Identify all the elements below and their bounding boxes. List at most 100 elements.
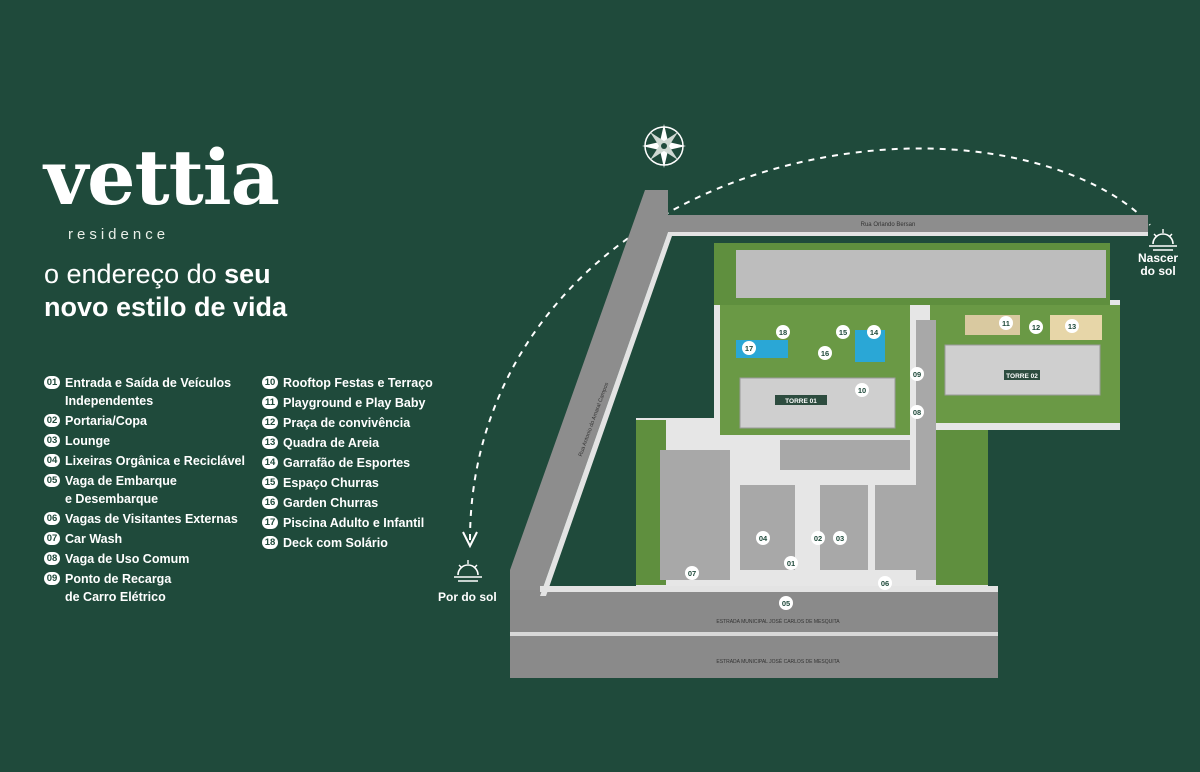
brand-logo: vettia residence [44,133,280,244]
legend-label: Garrafão de Esportes [283,456,411,470]
parking-center-right [820,485,868,570]
legend-item: 07 Car Wash [44,530,255,548]
legend-label: Piscina Adulto e Infantil [283,516,425,530]
marker-18[interactable]: 18 [776,325,790,339]
svg-text:10: 10 [858,386,866,395]
parking-right [875,485,920,570]
tagline-line2: novo estilo de vida [44,292,288,322]
tower-01-label: TORRE 01 [785,398,817,405]
garden-east [936,430,988,585]
svg-text:06: 06 [881,579,889,588]
marker-01[interactable]: 01 [784,556,798,570]
road-left-top [510,190,1148,596]
sunrise-icon [1149,229,1177,251]
marker-12[interactable]: 12 [1029,320,1043,334]
legend-number: 08 [44,552,60,565]
svg-text:16: 16 [821,349,829,358]
legend-label: Entrada e Saída de Veículos Independente… [65,376,232,408]
svg-text:04: 04 [759,534,768,543]
svg-text:08: 08 [913,408,921,417]
marker-16[interactable]: 16 [818,346,832,360]
parking-left [660,450,730,580]
legend-number: 12 [262,416,278,429]
legend-label: Portaria/Copa [65,414,147,428]
brand-subtitle: residence [68,226,170,243]
legend-label: Vaga de Embarque e Desembarque [65,474,177,506]
sun-path-arc [469,147,1151,541]
legend-number: 16 [262,496,278,509]
tagline-emphasis: seu [224,259,271,289]
marker-07[interactable]: 07 [685,566,699,580]
legend-label: Ponto de Recarga de Carro Elétrico [65,572,172,604]
legend-number: 09 [44,572,60,585]
legend-number: 04 [44,454,60,467]
legend-item: 03 Lounge [44,432,255,450]
marker-02[interactable]: 02 [811,531,825,545]
driveway-east [916,320,936,580]
legend-label: Playground e Play Baby [283,396,426,410]
tower-02-label: TORRE 02 [1006,373,1038,380]
svg-text:03: 03 [836,534,844,543]
legend-number: 07 [44,532,60,545]
svg-text:14: 14 [870,328,879,337]
marker-05[interactable]: 05 [779,596,793,610]
marker-14[interactable]: 14 [867,325,881,339]
legend-label: Garden Churras [283,496,379,510]
road-divider [510,632,998,636]
sunrise-label-line2: do sol [1140,264,1176,278]
legend-item: 05 Vaga de Embarque e Desembarque [44,472,255,508]
map-markers: 01 02 03 04 05 06 07 08 09 10 11 12 13 1… [685,316,1079,610]
street-top-label: Rua Orlando Bersan [861,222,916,228]
legend-label: Deck com Solário [283,536,388,550]
legend-label: Lounge [65,434,111,448]
marker-09[interactable]: 09 [910,367,924,381]
marker-06[interactable]: 06 [878,576,892,590]
legend-number: 13 [262,436,278,449]
svg-text:18: 18 [779,328,787,337]
parking-center-left [740,485,795,570]
sidewalk-bottom [540,586,998,592]
legend-number: 06 [44,512,60,525]
marker-15[interactable]: 15 [836,325,850,339]
legend-item: 09 Ponto de Recarga de Carro Elétrico [44,570,255,606]
marker-11[interactable]: 11 [999,316,1013,330]
legend-label: Praça de convivência [283,416,411,430]
marker-03[interactable]: 03 [833,531,847,545]
legend-number: 05 [44,474,60,487]
legend-number: 10 [262,376,278,389]
legend-number: 02 [44,414,60,427]
marker-13[interactable]: 13 [1065,319,1079,333]
tagline: o endereço do seu novo estilo de vida [44,258,287,324]
brand-name: vettia [44,133,280,222]
marker-10[interactable]: 10 [855,383,869,397]
svg-text:09: 09 [913,370,921,379]
legend-number: 03 [44,434,60,447]
legend-item: 12 Praça de convivência [262,414,453,432]
svg-text:12: 12 [1032,323,1040,332]
svg-text:13: 13 [1068,322,1076,331]
legend-label: Espaço Churras [283,476,379,490]
legend-item: 17 Piscina Adulto e Infantil [262,514,453,532]
legend-label: Lixeiras Orgânica e Reciclável [65,454,245,468]
legend-number: 11 [262,396,278,409]
marker-04[interactable]: 04 [756,531,770,545]
legend-number: 17 [262,516,278,529]
legend-item: 16 Garden Churras [262,494,453,512]
parking-top [736,250,1106,298]
legend-item: 11 Playground e Play Baby [262,394,453,412]
marker-17[interactable]: 17 [742,341,756,355]
legend-label: Car Wash [65,532,123,546]
tower-01-label-bg [775,395,827,405]
marker-08[interactable]: 08 [910,405,924,419]
legend-item: 02 Portaria/Copa [44,412,255,430]
svg-text:11: 11 [1002,319,1010,328]
tower-02-label-bg [1004,370,1040,380]
